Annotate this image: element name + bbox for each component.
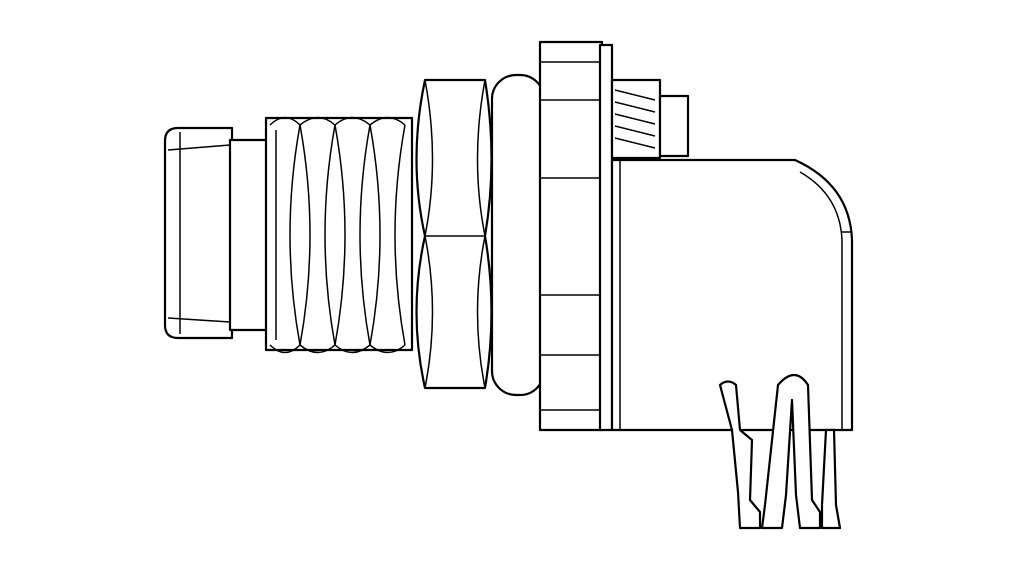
o-ring: [490, 73, 546, 397]
threaded-barrel: [264, 116, 414, 354]
housing: [610, 158, 854, 432]
hex-nut: [415, 78, 493, 390]
pins: [718, 373, 842, 530]
front-plug: [163, 126, 272, 340]
spring: [610, 78, 690, 160]
panel-nut: [538, 40, 614, 432]
